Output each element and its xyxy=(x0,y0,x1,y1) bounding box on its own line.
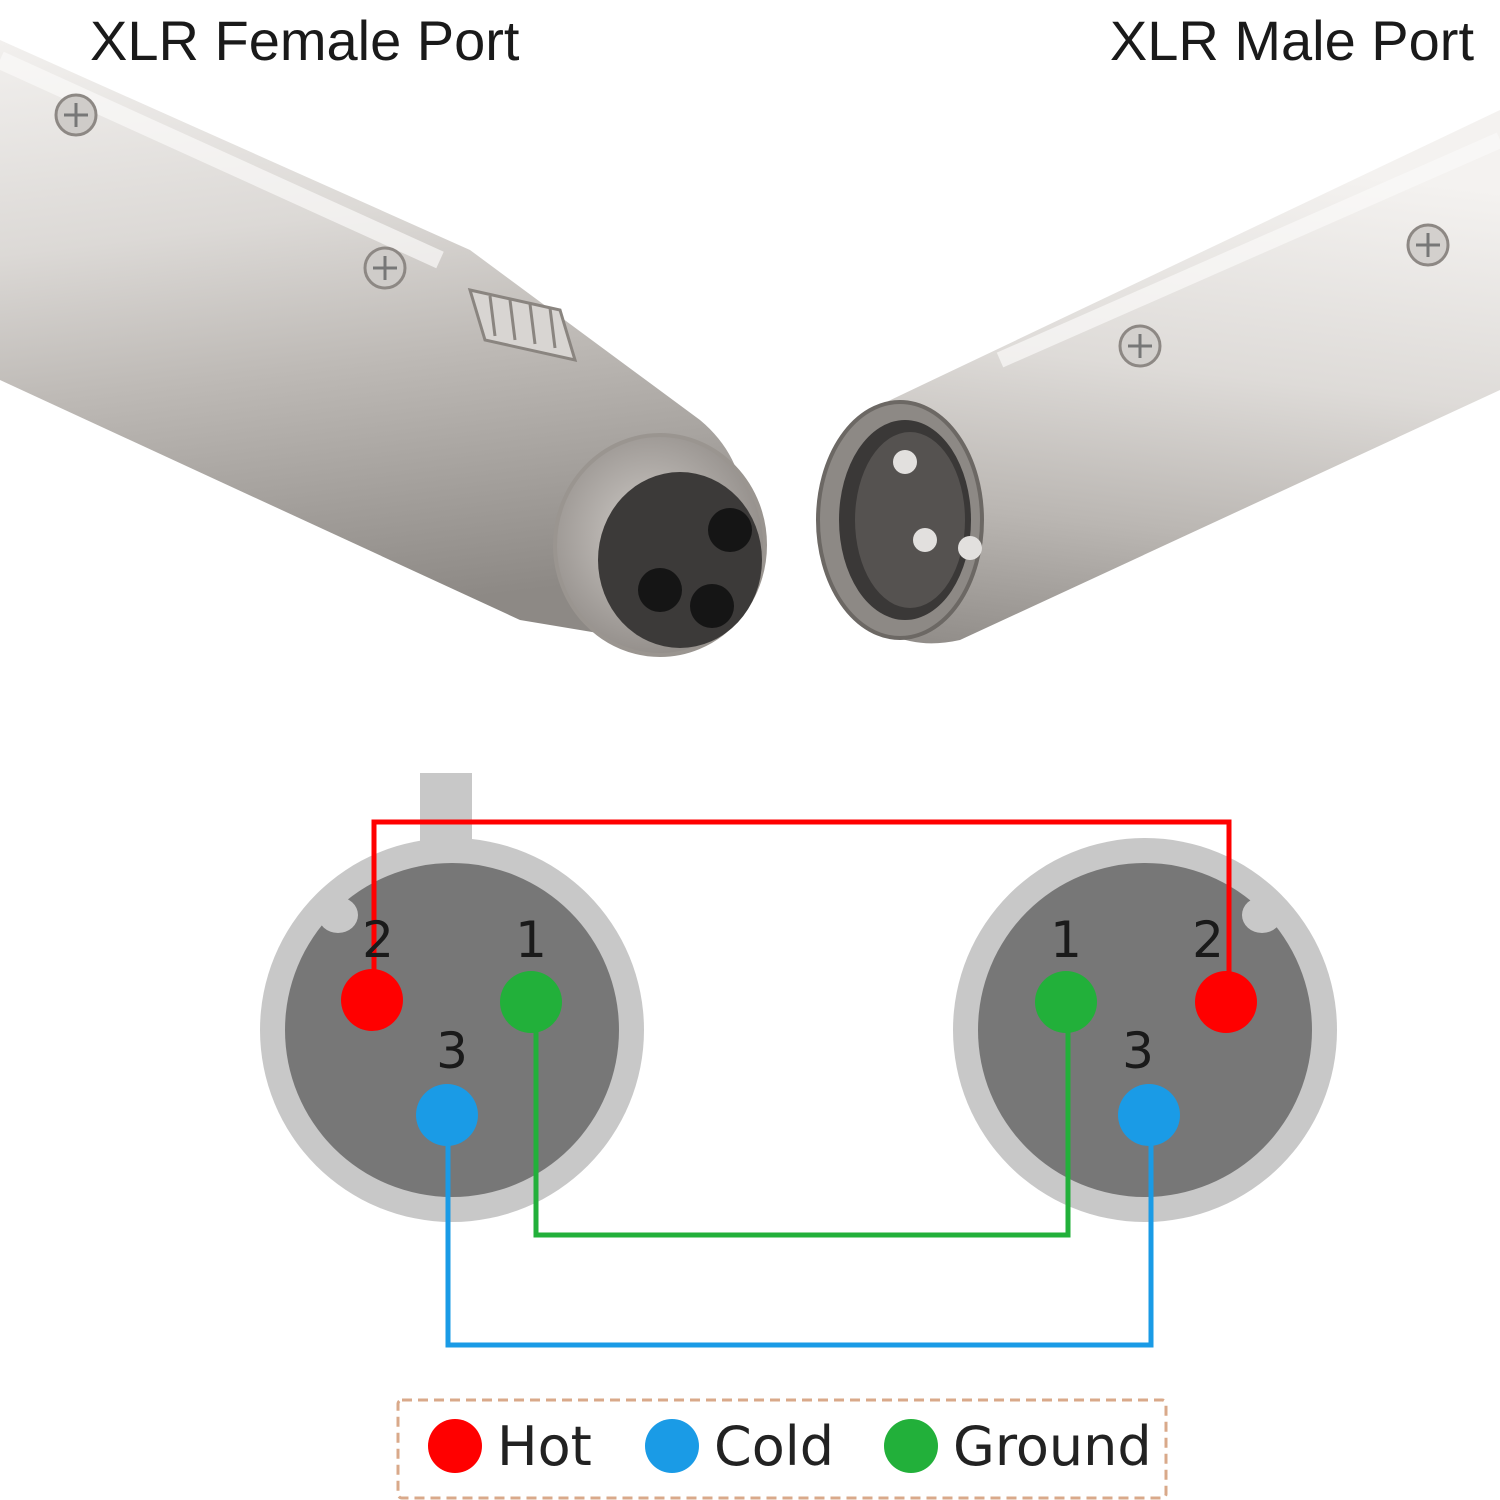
male-pin-3-cold xyxy=(1118,1084,1180,1146)
female-pin-3-cold xyxy=(416,1084,478,1146)
legend-hot-dot xyxy=(428,1419,482,1473)
ground-wire xyxy=(533,1002,1071,1238)
female-connector-face xyxy=(260,773,644,1222)
male-pin-2-label: 2 xyxy=(1192,911,1224,969)
female-connector-image xyxy=(0,40,767,657)
female-pin-1-ground xyxy=(500,971,562,1033)
male-pin-3-label: 3 xyxy=(1122,1022,1154,1080)
male-port-title: XLR Male Port xyxy=(1109,9,1474,72)
legend-box xyxy=(396,1398,1168,1500)
cold-wire xyxy=(445,1113,1154,1348)
hot-wire xyxy=(371,819,1232,1000)
legend: Hot Cold Ground xyxy=(396,1398,1168,1500)
male-pin-2-hot xyxy=(1195,971,1257,1033)
male-pin-1-label: 1 xyxy=(1050,911,1082,969)
female-pin-3-label: 3 xyxy=(436,1022,468,1080)
female-pin-2-label: 2 xyxy=(362,911,394,969)
legend-cold-dot xyxy=(645,1419,699,1473)
female-pin-2-hot xyxy=(341,969,403,1031)
male-connector-image xyxy=(816,110,1500,644)
legend-ground-label: Ground xyxy=(953,1415,1152,1478)
female-pin-1-label: 1 xyxy=(515,911,547,969)
male-pin-1-ground xyxy=(1035,971,1097,1033)
female-port-title: XLR Female Port xyxy=(90,9,520,72)
legend-hot-label: Hot xyxy=(497,1415,592,1478)
connector-photo xyxy=(0,40,1500,657)
legend-cold-label: Cold xyxy=(714,1415,834,1478)
legend-ground-dot xyxy=(884,1419,938,1473)
